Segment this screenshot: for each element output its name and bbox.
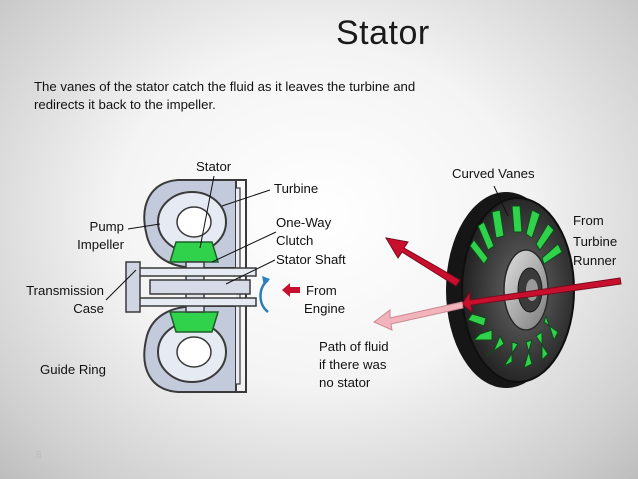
label-clutch: Clutch (276, 233, 314, 248)
curved-vanes-leader (493, 185, 509, 217)
redirected-fluid-arrow (385, 237, 461, 287)
label-from-turbine-1: From (573, 213, 604, 228)
label-path-of-fluid-1: Path of fluid (319, 339, 389, 354)
path-without-stator-arrow (373, 301, 464, 331)
label-from-engine-2: Engine (304, 301, 346, 316)
label-from-turbine-3: Runner (573, 253, 617, 268)
label-guide-ring: Guide Ring (40, 362, 106, 377)
label-curved-vanes: Curved Vanes (452, 166, 535, 181)
label-from-turbine-2: Turbine (573, 234, 618, 249)
leader-lines (105, 175, 277, 301)
label-case: Case (73, 301, 104, 316)
label-path-of-fluid-3: no stator (319, 375, 371, 390)
label-pump: Pump (89, 219, 124, 234)
label-impeller: Impeller (77, 237, 124, 252)
from-turbine-arrow (461, 277, 622, 314)
slide-number: 8 (36, 450, 42, 461)
label-one-way: One-Way (276, 215, 332, 230)
label-stator-shaft: Stator Shaft (276, 252, 346, 267)
description-text: The vanes of the stator catch the fluid … (34, 79, 416, 112)
label-path-of-fluid-2: if there was (319, 357, 387, 372)
label-turbine: Turbine (274, 181, 319, 196)
from-engine-arrow (282, 283, 300, 297)
stator-wheel (446, 192, 575, 388)
label-stator: Stator (196, 159, 232, 174)
label-transmission: Transmission (26, 283, 104, 298)
cross-section (125, 179, 270, 393)
label-from-engine-1: From (306, 283, 337, 298)
slide-title: Stator (336, 14, 430, 52)
